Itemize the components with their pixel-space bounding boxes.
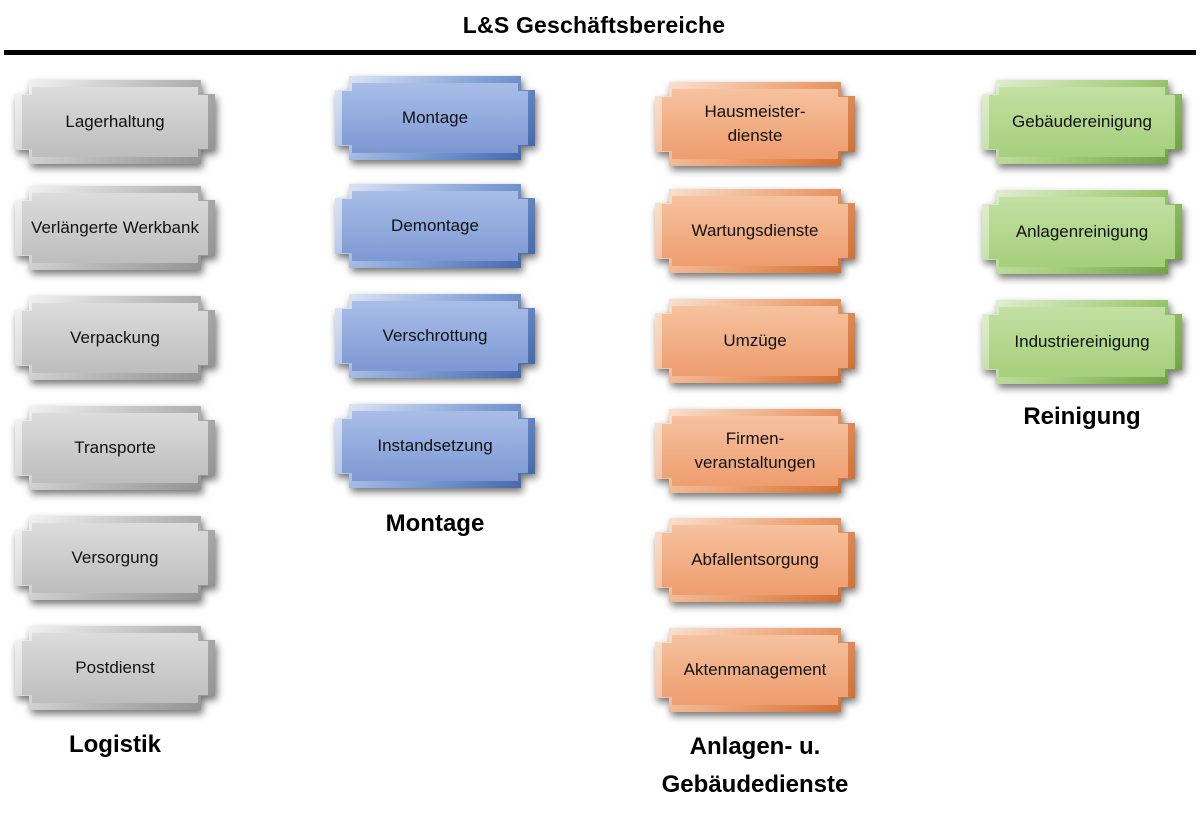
box-anlagenreinigung: Anlagenreinigung — [982, 190, 1182, 274]
box-label: Anlagenreinigung — [1015, 222, 1149, 241]
box-label: Abfallentsorgung — [691, 550, 819, 569]
title-divider — [4, 50, 1196, 55]
box-firmenveranstaltungen: Firmen-veranstaltungen — [655, 409, 855, 493]
box-gebaeudereinigung: Gebäudereinigung — [982, 80, 1182, 164]
box-montage: Montage — [335, 76, 535, 160]
box-hausmeisterdienste: Hausmeister-dienste — [655, 82, 855, 166]
diagram-title: L&S Geschäftsbereiche — [462, 12, 726, 38]
box-aktenmanagement: Aktenmanagement — [655, 628, 855, 712]
box-label: Montage — [401, 108, 469, 127]
box-verpackung: Verpackung — [15, 296, 215, 380]
box-verschrottung: Verschrottung — [335, 294, 535, 378]
box-label: Wartungsdienste — [691, 221, 819, 240]
group-label-anlagen-line1: Anlagen- u. — [689, 733, 821, 760]
box-instandsetzung: Instandsetzung — [335, 404, 535, 488]
box-verlaengerte-werkbank: Verlängerte Werkbank — [15, 186, 215, 270]
group-label-reinigung: Reinigung — [1023, 403, 1141, 430]
box-label: Verpackung — [70, 328, 160, 347]
box-postdienst: Postdienst — [15, 626, 215, 710]
box-label: Verlängerte Werkbank — [31, 218, 199, 237]
group-label-anlagen: Anlagen- u. Gebäudedienste — [630, 728, 880, 804]
group-label-logistik: Logistik — [68, 731, 161, 758]
box-label: Firmen-veranstaltungen — [694, 429, 816, 472]
box-label: Gebäudereinigung — [1012, 112, 1152, 131]
box-umzuege: Umzüge — [655, 299, 855, 383]
box-label: Umzüge — [723, 331, 787, 350]
group-label-montage: Montage — [385, 510, 485, 537]
box-label: Aktenmanagement — [683, 660, 827, 679]
box-label: Industriereinigung — [1014, 332, 1150, 351]
box-label: Versorgung — [71, 548, 159, 567]
box-demontage: Demontage — [335, 184, 535, 268]
box-versorgung: Versorgung — [15, 516, 215, 600]
box-label: Instandsetzung — [377, 436, 493, 455]
box-lagerhaltung: Lagerhaltung — [15, 80, 215, 164]
box-label: Postdienst — [75, 658, 155, 677]
box-abfallentsorgung: Abfallentsorgung — [655, 518, 855, 602]
group-label-anlagen-line2: Gebäudedienste — [661, 771, 849, 798]
box-transporte: Transporte — [15, 406, 215, 490]
box-label: Demontage — [391, 216, 479, 235]
box-industriereinigung: Industriereinigung — [982, 300, 1182, 384]
box-label: Transporte — [74, 438, 156, 457]
box-label: Hausmeister-dienste — [704, 102, 806, 145]
box-label: Lagerhaltung — [65, 112, 165, 131]
box-wartungsdienste: Wartungsdienste — [655, 189, 855, 273]
box-label: Verschrottung — [382, 326, 488, 345]
